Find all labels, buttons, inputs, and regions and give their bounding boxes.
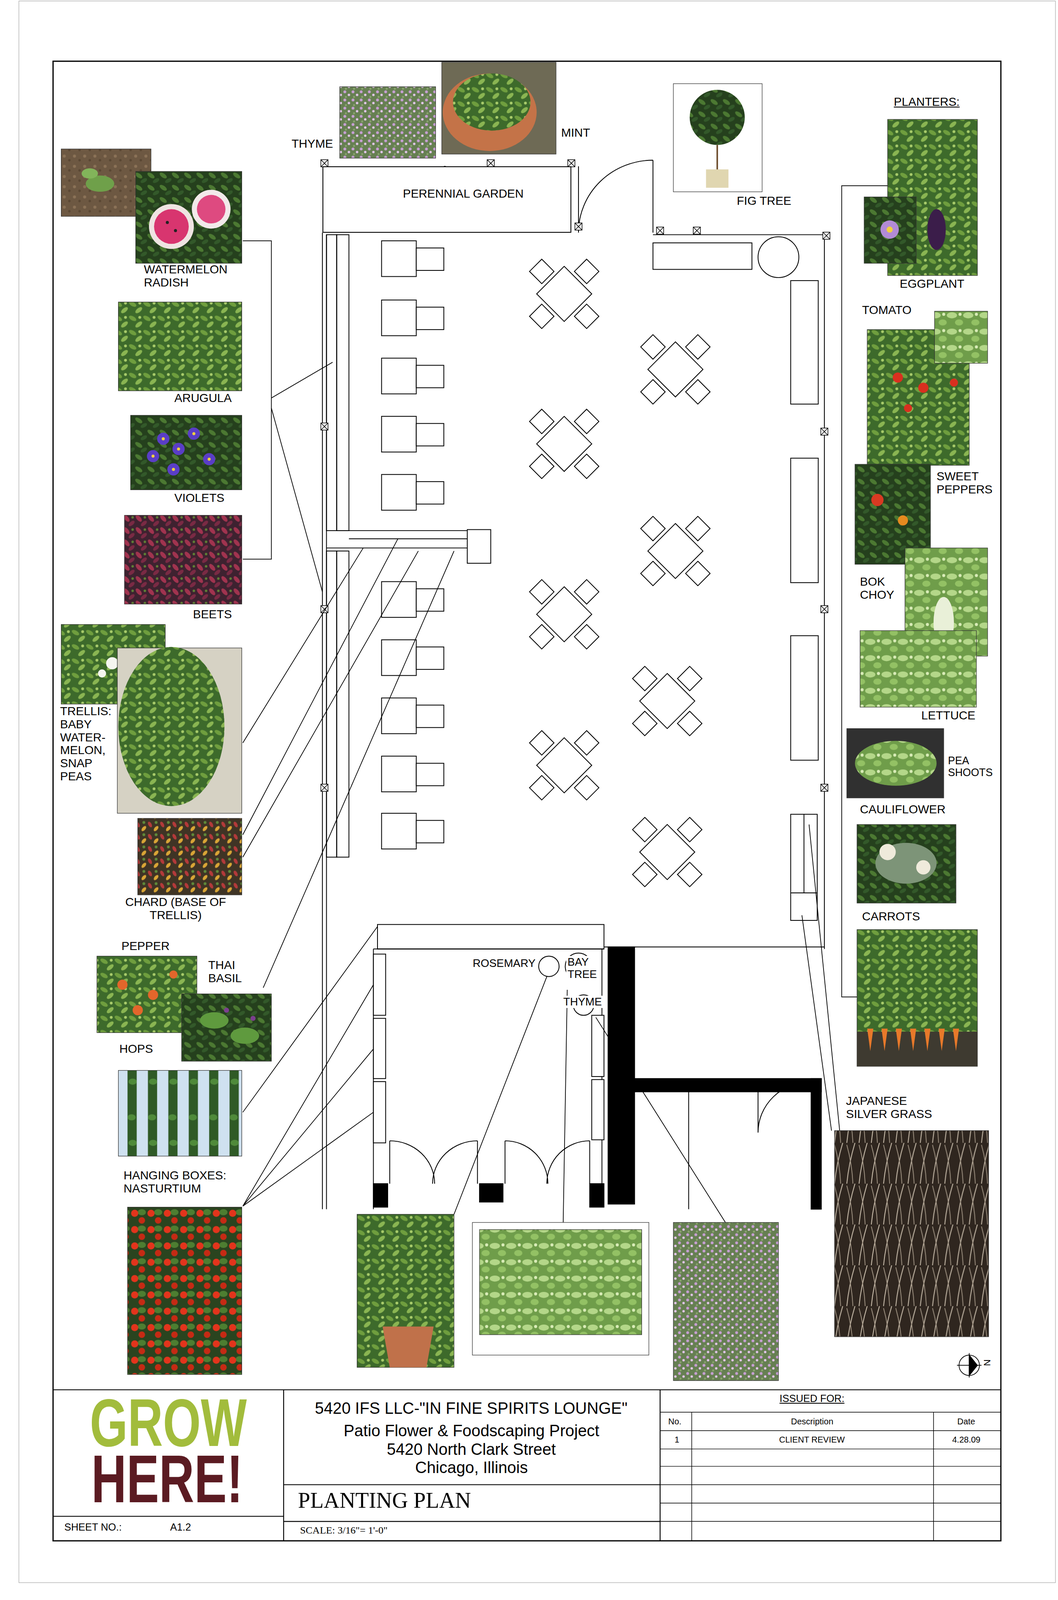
- plant-label: SWEET PEPPERS: [936, 470, 993, 497]
- plant-label: WATERMELON RADISH: [143, 263, 228, 290]
- cafe-tables: [529, 258, 711, 887]
- plant-label: ROSEMARY: [471, 957, 537, 970]
- plant-label: CARROTS: [862, 910, 921, 924]
- plant-label: CHARD (BASE OF TRELLIS): [105, 895, 246, 923]
- table-cell: Description: [790, 1416, 834, 1427]
- bar-stools: [381, 240, 444, 849]
- fence-posts: [320, 159, 830, 792]
- scale-cell: SCALE: 3/16"= 1'-0": [283, 1521, 661, 1541]
- bed-label: PERENNIAL GARDEN: [402, 187, 524, 201]
- scale-note: SCALE: 3/16"= 1'-0": [300, 1524, 388, 1536]
- table-heading: ISSUED FOR:: [779, 1393, 845, 1405]
- project-address: 5420 North Clark Street: [386, 1440, 556, 1459]
- project-city: Chicago, Illinois: [415, 1459, 528, 1477]
- plant-label: CAULIFLOWER: [859, 803, 946, 817]
- page-frame: [19, 0, 1056, 1583]
- plant-label: THYME: [291, 137, 334, 151]
- leader-lines: [242, 185, 888, 1223]
- sheet-title: PLANTING PLAN: [297, 1488, 472, 1513]
- north-letter: N: [981, 1359, 992, 1367]
- plant-label: HOPS: [119, 1042, 153, 1056]
- plant-label: BOK CHOY: [859, 575, 895, 602]
- table-cell: 4.28.09: [952, 1435, 981, 1445]
- north-arrow: [956, 1352, 982, 1378]
- sheet-number-cell: SHEET NO.: A1.2: [52, 1516, 284, 1541]
- sheet-number: A1.2: [170, 1521, 191, 1533]
- plant-label: HANGING BOXES: NASTURTIUM: [123, 1169, 243, 1196]
- plant-photos: [61, 62, 989, 1381]
- sheet-label: SHEET NO.:: [64, 1521, 122, 1533]
- plant-label: PEPPER: [121, 939, 170, 954]
- table-cell: Date: [957, 1416, 976, 1427]
- group-heading: PLANTERS:: [893, 95, 960, 109]
- plant-label: FIG TREE: [736, 194, 792, 208]
- table-cell: CLIENT REVIEW: [779, 1435, 845, 1445]
- plant-label: TRELLIS: BABY WATER-MELON, SNAP PEAS: [60, 705, 112, 784]
- plant-label: BEETS: [192, 608, 232, 622]
- plant-label: MINT: [561, 126, 590, 140]
- table-cell: 1: [674, 1435, 680, 1445]
- plant-label: THYME: [562, 995, 604, 1009]
- plant-label: BAY TREE: [566, 956, 598, 981]
- plant-label: JAPANESE SILVER GRASS: [845, 1094, 948, 1122]
- plant-label: EGGPLANT: [899, 277, 965, 291]
- table-cell: No.: [668, 1416, 682, 1427]
- plant-label: PEA SHOOTS: [947, 754, 993, 779]
- logo-word: HERE!: [91, 1445, 243, 1513]
- plant-label: THAI BASIL: [208, 958, 242, 986]
- sheet-border: [52, 61, 1001, 1541]
- plant-label: LETTUCE: [921, 709, 976, 723]
- project-name: 5420 IFS LLC-"IN FINE SPIRITS LOUNGE": [314, 1399, 628, 1418]
- sheet-title-cell: PLANTING PLAN: [283, 1485, 661, 1522]
- plant-label: VIOLETS: [174, 491, 225, 505]
- garden-bed: PERENNIAL GARDEN: [322, 166, 572, 233]
- logo-cell: GROWHERE!: [52, 1389, 284, 1517]
- project-title: Patio Flower & Foodscaping Project: [343, 1422, 600, 1441]
- plant-label: TOMATO: [862, 303, 912, 317]
- project-cell: 5420 IFS LLC-"IN FINE SPIRITS LOUNGE" Pat…: [283, 1389, 661, 1485]
- patio-plan: [322, 160, 825, 1210]
- plant-label: ARUGULA: [174, 391, 232, 406]
